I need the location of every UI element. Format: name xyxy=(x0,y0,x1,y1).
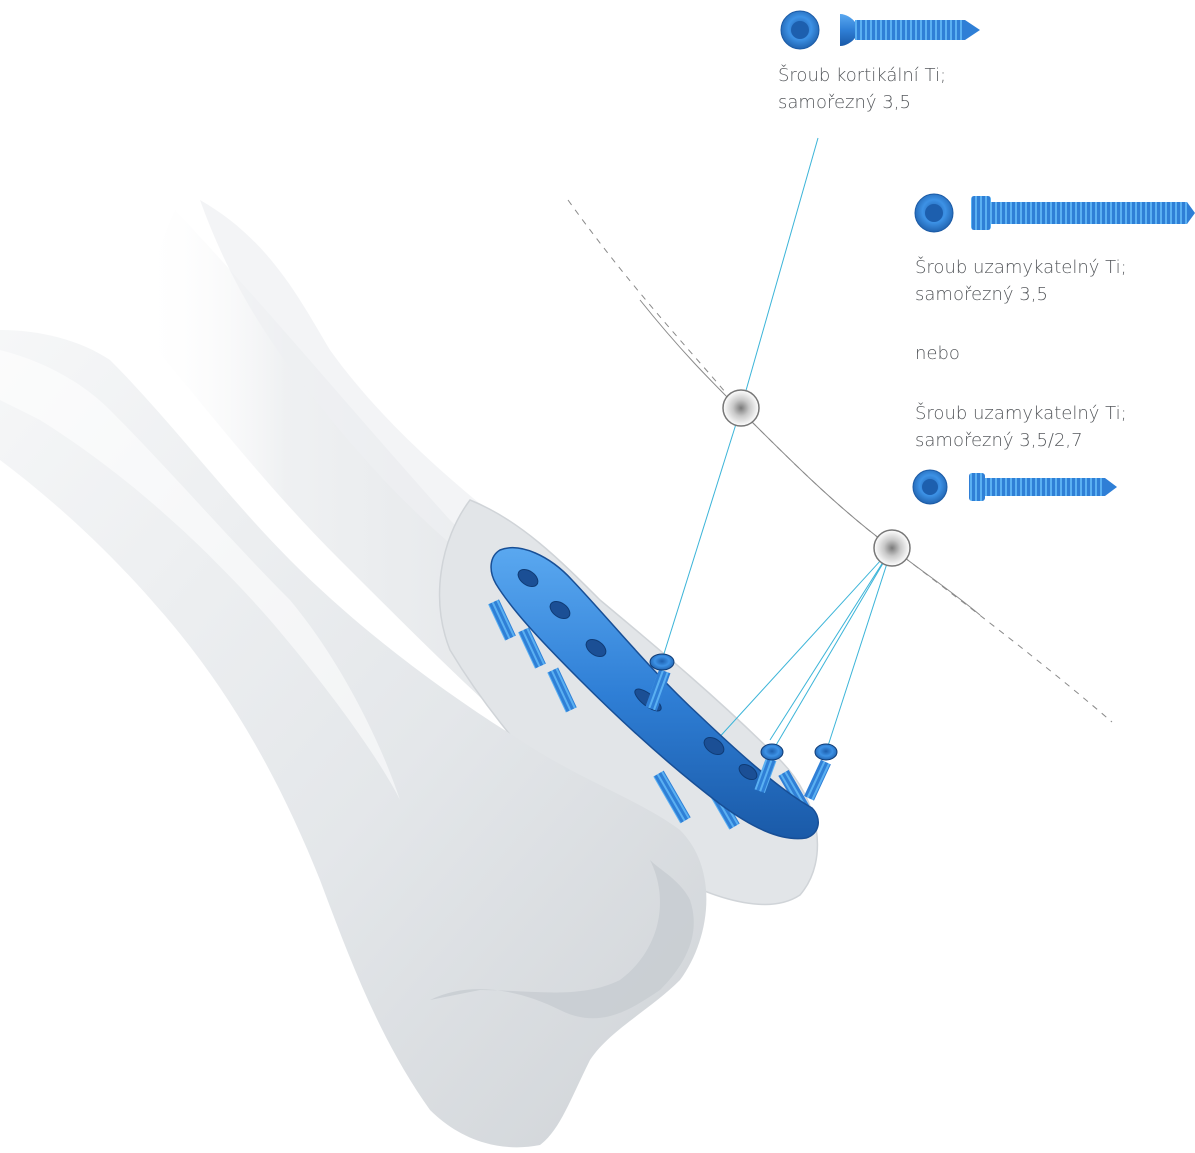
locking-screw-icon xyxy=(971,196,1195,230)
small-locking-screw-label-line1: Šroub uzamykatelný Ti; xyxy=(915,400,1127,427)
locking-screw-label-line1: Šroub uzamykatelný Ti; xyxy=(915,254,1127,281)
small-locking-screw-label: Šroub uzamykatelný Ti; samořezný 3,5/2,7 xyxy=(915,400,1127,454)
cortical-screw-head-icon xyxy=(781,11,819,49)
small-locking-screw-icon xyxy=(969,473,1117,501)
cortical-screw-label-line1: Šroub kortikální Ti; xyxy=(778,62,946,89)
locking-screw-head-icon xyxy=(915,194,953,232)
small-locking-screw-head-icon xyxy=(913,470,947,504)
locking-screw-label: Šroub uzamykatelný Ti; samořezný 3,5 xyxy=(915,254,1127,308)
cortical-screw-label: Šroub kortikální Ti; samořezný 3,5 xyxy=(778,62,946,116)
cortical-screw-label-line2: samořezný 3,5 xyxy=(778,89,946,116)
cortical-screw-icon xyxy=(840,14,980,46)
locking-screw-label-line2: samořezný 3,5 xyxy=(915,281,1127,308)
marker-circle-icon xyxy=(723,390,759,426)
leader-lines xyxy=(662,138,892,752)
marker-circle-icon xyxy=(874,530,910,566)
or-text: nebo xyxy=(915,340,960,367)
small-locking-screw-label-line2: samořezný 3,5/2,7 xyxy=(915,427,1127,454)
or-label: nebo xyxy=(915,340,960,367)
